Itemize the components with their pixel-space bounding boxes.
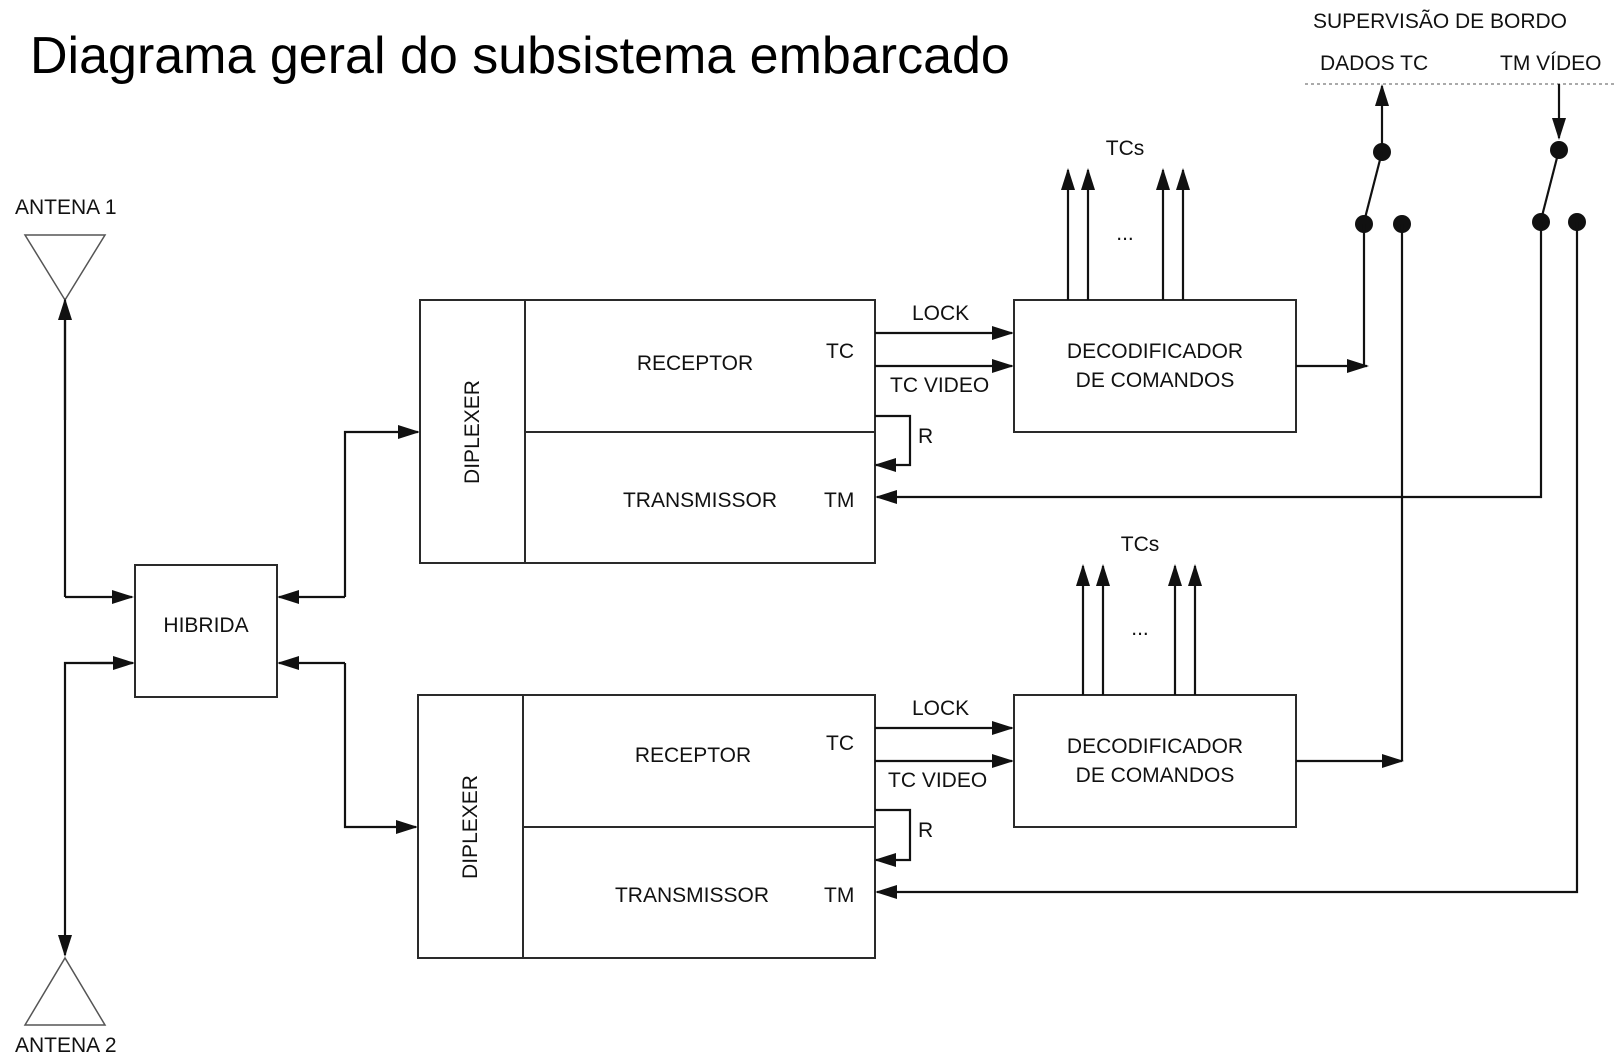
antenna-2-label: ANTENA 2 <box>15 1034 117 1057</box>
transmitter-1-block <box>524 431 876 564</box>
lock-1-label: LOCK <box>912 302 969 325</box>
page-title: Diagrama geral do subsistema embarcado <box>30 27 1010 85</box>
decoder-1-label-line1: DECODIFICADOR <box>1067 340 1243 363</box>
hybrid-to-diplexer-1-wire <box>343 425 420 597</box>
receiver-1-label: RECEPTOR <box>637 352 753 375</box>
decoder-2-label-line1: DECODIFICADOR <box>1067 735 1243 758</box>
diplexer-2-block <box>417 694 524 959</box>
receiver-1-tc-port: TC <box>826 340 854 363</box>
supervision-tm-video-label: TM VÍDEO <box>1500 52 1602 75</box>
tcs-2-label: TCs <box>1121 533 1160 556</box>
antenna-1-label: ANTENA 1 <box>15 196 117 219</box>
tm-video-switch-lever <box>1539 149 1561 221</box>
hybrid-label: HIBRIDA <box>163 614 248 637</box>
tm-video-to-transmitter-1-wire <box>875 222 1543 504</box>
transmitter-1-label: TRANSMISSOR <box>623 489 777 512</box>
r-loop-1-label: R <box>918 425 933 448</box>
r-loop-2-wire <box>874 808 912 867</box>
dados-tc-switch-lever <box>1362 151 1384 223</box>
r-loop-1-wire <box>874 414 912 472</box>
receiver-2-label: RECEPTOR <box>635 744 751 767</box>
tm-video-switch <box>875 84 1586 899</box>
chain-1: DIPLEXER RECEPTOR TRANSMISSOR TC TM DECO… <box>419 137 1369 564</box>
receiver-1-block <box>524 299 876 433</box>
transmitter-1-tm-port: TM <box>824 489 854 512</box>
decoder-1-block <box>1013 299 1297 433</box>
receiver-2-tc-port: TC <box>826 732 854 755</box>
tm-video-to-transmitter-2-wire <box>875 222 1579 899</box>
diplexer-1-block <box>419 299 526 564</box>
supervision-heading: SUPERVISÃO DE BORDO <box>1313 9 1567 33</box>
decoder-1-label-line2: DE COMANDOS <box>1076 369 1235 392</box>
chain-2: DIPLEXER RECEPTOR TRANSMISSOR TC TM DECO… <box>417 533 1404 959</box>
tc-video-2-label: TC VIDEO <box>888 769 987 792</box>
decoder-2-block <box>1013 694 1297 828</box>
hybrid-to-diplexer-2-wire <box>343 663 418 834</box>
tcs-2-ellipsis: ... <box>1131 617 1149 640</box>
supervision-dados-tc-label: DADOS TC <box>1320 52 1428 75</box>
hybrid-block <box>134 564 278 698</box>
antenna-1-to-hybrid-wire <box>63 303 132 597</box>
tcs-1-ellipsis: ... <box>1116 222 1134 245</box>
antenna-1-icon <box>23 234 107 302</box>
tc-video-1-label: TC VIDEO <box>890 374 989 397</box>
transmitter-2-block <box>522 826 876 959</box>
antenna-2-icon <box>23 956 107 1026</box>
diplexer-2-label: DIPLEXER <box>459 775 482 879</box>
decoder-2-label-line2: DE COMANDOS <box>1076 764 1235 787</box>
diplexer-1-label: DIPLEXER <box>461 380 484 484</box>
dados-tc-switch <box>1355 84 1411 761</box>
hybrid-to-antenna-2-wire <box>58 661 132 957</box>
transmitter-2-label: TRANSMISSOR <box>615 884 769 907</box>
lock-2-label: LOCK <box>912 697 969 720</box>
transmitter-2-tm-port: TM <box>824 884 854 907</box>
tcs-1-label: TCs <box>1106 137 1145 160</box>
r-loop-2-label: R <box>918 819 933 842</box>
